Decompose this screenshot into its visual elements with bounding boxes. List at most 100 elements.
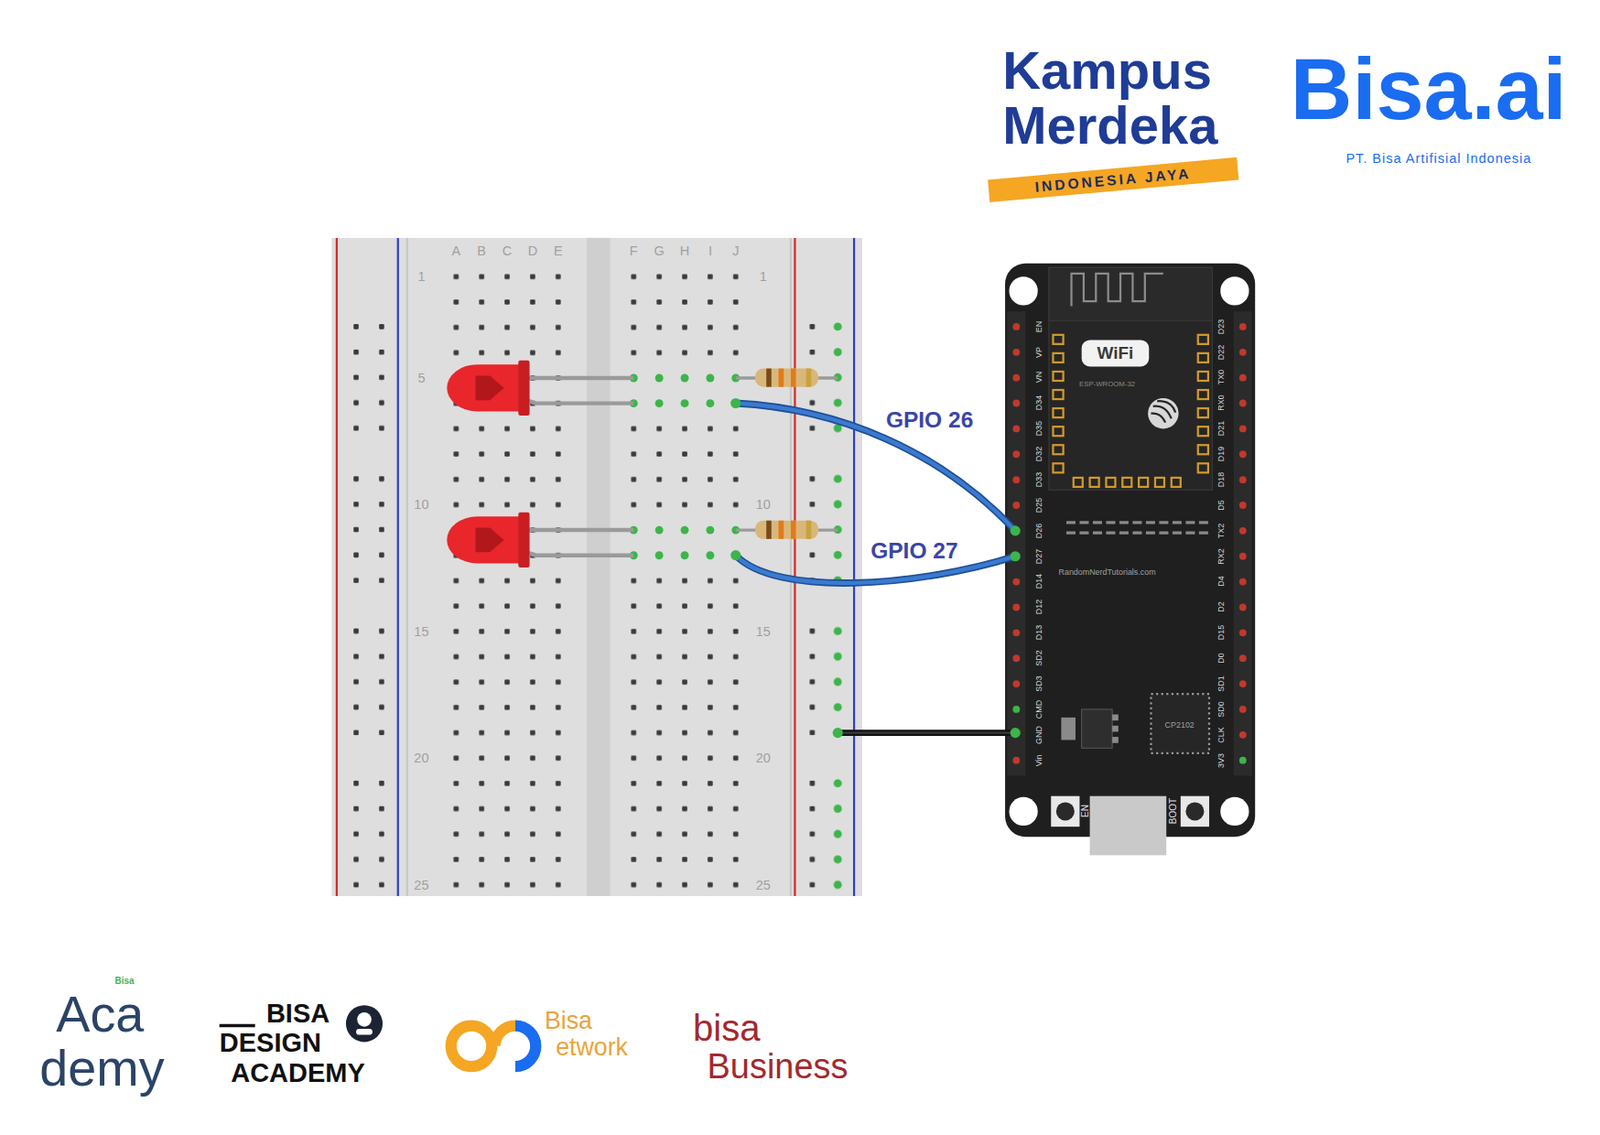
esp32-board xyxy=(1220,276,1249,305)
header-pins xyxy=(1012,654,1020,662)
button-label: BOOT xyxy=(1168,798,1179,824)
connected-holes xyxy=(681,374,690,383)
header-pins xyxy=(1239,475,1247,484)
column-letter: A xyxy=(451,244,461,259)
logo-wordmark: BISA xyxy=(266,999,330,1027)
wire-end xyxy=(832,727,844,738)
column-letter: G xyxy=(654,244,665,259)
header-pins xyxy=(1012,400,1020,408)
breadboard xyxy=(824,313,851,896)
header-pins xyxy=(1012,705,1020,714)
esp32-board xyxy=(1198,444,1209,455)
esp32-board xyxy=(1198,426,1209,436)
header-pins xyxy=(1006,311,1026,776)
breadboard xyxy=(620,263,748,897)
pin-label: CMD xyxy=(1034,700,1043,719)
header-pins xyxy=(1012,604,1020,612)
logo-mark xyxy=(515,1026,536,1068)
header-pins xyxy=(1233,311,1253,776)
header-pins xyxy=(1239,424,1247,433)
jumper-wire xyxy=(735,403,1016,531)
connected-holes xyxy=(655,374,664,383)
esp32-board xyxy=(1052,444,1063,455)
jumper-wire xyxy=(735,403,1016,531)
esp32-board xyxy=(1052,353,1063,363)
led xyxy=(520,376,635,380)
led xyxy=(518,360,530,416)
row-number: 20 xyxy=(756,751,771,766)
esp32-board xyxy=(1052,335,1208,487)
pin-label: D26 xyxy=(1034,523,1043,539)
logo-wordmark: demy xyxy=(39,1043,164,1095)
header-pins xyxy=(1239,578,1247,586)
header-pins xyxy=(1012,705,1246,765)
pin-label: D0 xyxy=(1217,652,1226,663)
header-pins xyxy=(1012,756,1020,765)
row-number: 25 xyxy=(756,877,771,892)
esp32-board xyxy=(1150,693,1210,754)
header-pins xyxy=(1239,501,1247,509)
chip-label: CP2102 xyxy=(1165,720,1195,729)
column-letter: H xyxy=(680,244,690,259)
row-number: 25 xyxy=(413,877,429,892)
esp32-board xyxy=(1081,709,1113,748)
breadboard xyxy=(443,263,571,897)
row-number: 15 xyxy=(756,624,771,638)
esp32-board xyxy=(1071,273,1164,307)
pin-label: D21 xyxy=(1217,421,1226,436)
pin-label: GND xyxy=(1034,725,1043,745)
header-pins xyxy=(1006,311,1253,776)
row-number: 20 xyxy=(413,751,429,766)
esp32-board xyxy=(1138,477,1148,487)
breadboard xyxy=(586,237,611,897)
pin-label: D25 xyxy=(1034,497,1043,513)
esp32-board xyxy=(1066,520,1210,524)
resistor-symbol xyxy=(735,520,838,540)
led xyxy=(520,550,635,556)
esp32-board xyxy=(1198,463,1209,473)
pin-label: SD1 xyxy=(1217,675,1226,692)
wire-end xyxy=(1010,525,1021,536)
esp32-board xyxy=(1198,408,1209,418)
row-number: 10 xyxy=(756,497,771,512)
header-pins xyxy=(1239,400,1247,408)
breadboard xyxy=(331,237,863,898)
connected-holes xyxy=(705,399,714,408)
pin-label: Vin xyxy=(1034,754,1043,767)
logo-wordmark: bisa xyxy=(692,1010,761,1048)
esp32-board xyxy=(1198,389,1209,400)
pin-label: D2 xyxy=(1217,602,1226,613)
logo-mark xyxy=(451,1026,493,1068)
logo-banner xyxy=(987,157,1239,203)
logo-mark xyxy=(495,1026,516,1047)
header-pins xyxy=(1239,680,1247,688)
header-pins xyxy=(1012,475,1020,484)
esp32-board xyxy=(1220,797,1249,826)
header-pins xyxy=(1012,323,1020,331)
pin-label: RX2 xyxy=(1217,548,1226,564)
esp32-board xyxy=(1050,796,1080,827)
silkscreen-text: RandomNerdTutorials.com xyxy=(1059,568,1157,577)
connected-holes xyxy=(705,551,714,560)
pin-label: TX2 xyxy=(1217,523,1226,539)
esp32-board xyxy=(1052,408,1063,418)
pin-label: D15 xyxy=(1217,625,1226,640)
breadboard xyxy=(853,237,855,897)
header-pins xyxy=(1239,705,1247,714)
esp32-board xyxy=(1147,398,1179,429)
logo-wordmark: DESIGN xyxy=(219,1029,322,1057)
esp32-board xyxy=(1155,477,1165,487)
header-pins xyxy=(1239,552,1247,561)
pin-label: D18 xyxy=(1217,472,1226,487)
esp32-board xyxy=(1112,725,1119,733)
breadboard xyxy=(799,313,851,896)
esp32-board xyxy=(1185,801,1204,821)
esp32-board xyxy=(1105,477,1115,487)
led xyxy=(520,398,635,404)
resistor-symbol xyxy=(755,520,819,540)
header-pins xyxy=(1239,756,1247,765)
pin-label: 3V3 xyxy=(1217,753,1226,768)
jumper-wire xyxy=(837,729,1016,736)
column-letter: I xyxy=(708,244,713,259)
pin-label: SD2 xyxy=(1034,649,1043,666)
